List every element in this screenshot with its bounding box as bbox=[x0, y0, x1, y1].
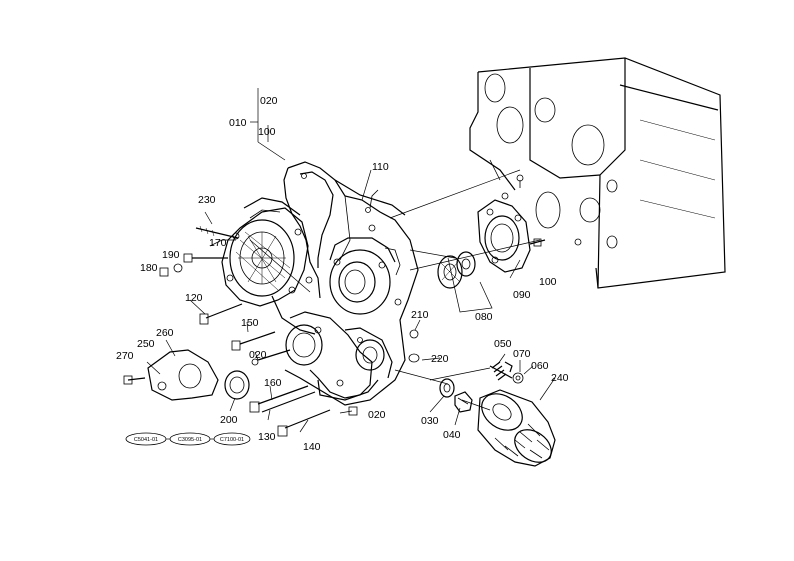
oil-pump-housing-090 bbox=[477, 199, 531, 273]
engine-block bbox=[469, 57, 726, 289]
bolt-270 bbox=[123, 375, 146, 385]
callout-030: 030 bbox=[421, 415, 439, 427]
callout-150: 150 bbox=[241, 317, 259, 329]
callout-labels: 010 020 100 110 230 170 190 180 120 150 … bbox=[116, 95, 569, 453]
callout-180: 180 bbox=[140, 262, 158, 274]
callout-080: 080 bbox=[475, 311, 493, 323]
oil-pump-gear-080 bbox=[437, 251, 476, 289]
callout-120: 120 bbox=[185, 292, 203, 304]
callout-160: 160 bbox=[264, 377, 282, 389]
callout-270: 270 bbox=[116, 350, 134, 362]
oil-pump-base bbox=[285, 311, 393, 401]
callout-260: 260 bbox=[156, 327, 174, 339]
ref-oval-2: C3095-01 bbox=[178, 437, 202, 443]
ref-oval-3: C7100-01 bbox=[220, 437, 244, 443]
callout-100-top: 100 bbox=[258, 126, 276, 138]
callout-110: 110 bbox=[372, 161, 389, 173]
callout-060: 060 bbox=[531, 360, 549, 372]
callout-020-low: 020 bbox=[368, 409, 386, 421]
relief-valve-parts bbox=[439, 361, 524, 413]
callout-020-top: 020 bbox=[260, 95, 278, 107]
callout-100-right: 100 bbox=[539, 276, 557, 288]
callout-010: 010 bbox=[229, 117, 247, 129]
callout-130: 130 bbox=[258, 431, 276, 443]
callout-170: 170 bbox=[209, 237, 227, 249]
callout-140: 140 bbox=[303, 441, 321, 453]
bolt-100-right bbox=[529, 238, 546, 247]
gear-case bbox=[283, 161, 419, 406]
callout-090: 090 bbox=[513, 289, 531, 301]
oil-filter bbox=[477, 389, 556, 467]
cover-plate-260 bbox=[147, 349, 219, 401]
leader-lines bbox=[146, 88, 556, 433]
reference-ovals: C5041-01 C3095-01 C7100-01 bbox=[125, 432, 251, 446]
callout-050: 050 bbox=[494, 338, 512, 350]
callout-040: 040 bbox=[443, 429, 461, 441]
callout-230: 230 bbox=[198, 194, 216, 206]
callout-190: 190 bbox=[162, 249, 180, 261]
callout-240: 240 bbox=[551, 372, 569, 384]
callout-020-mid: 020 bbox=[249, 349, 267, 361]
bolts bbox=[159, 225, 420, 437]
callout-220: 220 bbox=[431, 353, 449, 365]
callout-250: 250 bbox=[137, 338, 155, 350]
ref-oval-1: C5041-01 bbox=[134, 437, 158, 443]
front-cover bbox=[221, 197, 316, 335]
callout-200: 200 bbox=[220, 414, 238, 426]
callout-070: 070 bbox=[513, 348, 531, 360]
callout-210: 210 bbox=[411, 309, 429, 321]
oil-seal-200 bbox=[224, 370, 250, 400]
